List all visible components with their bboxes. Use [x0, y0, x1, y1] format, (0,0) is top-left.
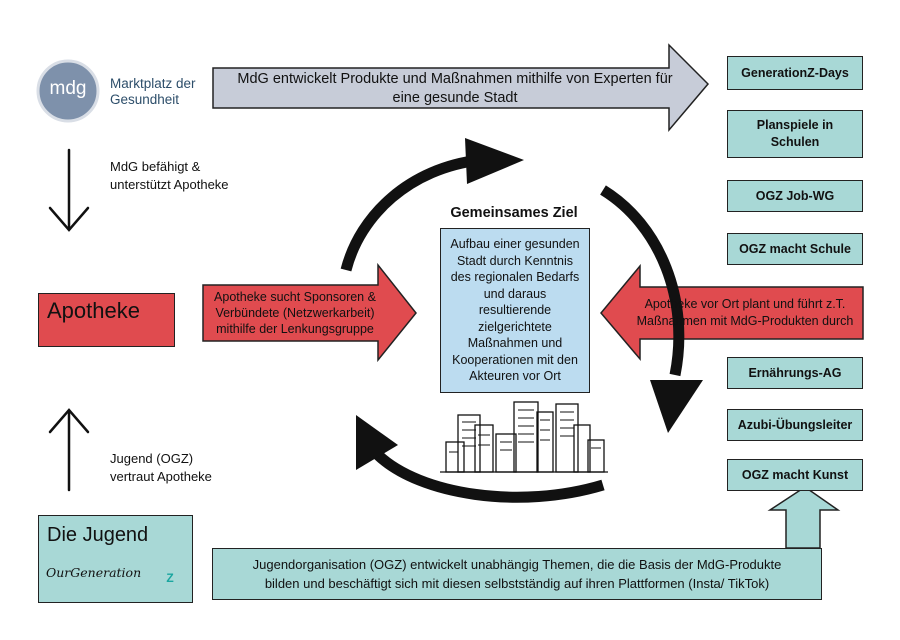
project-label-3: OGZ Job-WG	[755, 188, 835, 203]
jugend-trust-line2: vertraut Apotheke	[110, 469, 212, 484]
center-line-5: resultierende	[478, 303, 552, 318]
center-line-7: Maßnahmen und	[467, 336, 563, 351]
mdg-supports-line2: unterstützt Apotheke	[110, 177, 229, 192]
left-arrow-line2: Verbündete (Netzwerkarbeit)	[215, 306, 375, 320]
top-arrow-text: MdG entwickelt Produkte und Maßnahmen mi…	[215, 70, 695, 108]
top-arrow-line1: MdG entwickelt Produkte und Maßnahmen mi…	[237, 71, 673, 87]
project-box-job-wg: OGZ Job-WG	[727, 180, 863, 212]
left-arrow-line3: mithilfe der Lenkungsgruppe	[216, 322, 374, 336]
project-label-5: Ernährungs-AG	[748, 365, 842, 380]
right-arrow-line1: Apotheke vor Ort plant und führt z.T.	[644, 297, 846, 311]
jugend-box: Die Jugend	[38, 515, 193, 603]
right-arrow-text: Apotheke vor Ort plant und führt z.T. Ma…	[620, 296, 870, 330]
center-title: Gemeinsames Ziel	[450, 205, 578, 221]
top-arrow-line2: eine gesunde Stadt	[392, 90, 518, 106]
project-box-macht-schule: OGZ macht Schule	[727, 233, 863, 265]
ourgeneration-logo-z: Z	[166, 571, 174, 585]
center-line-1: Aufbau einer gesunden	[450, 237, 580, 252]
project-label-2b: Schulen	[770, 135, 820, 149]
mdg-supports-note: MdG befähigt & unterstützt Apotheke	[110, 158, 229, 194]
center-line-4: und daraus	[483, 286, 547, 301]
project-box-generationz-days: GenerationZ-Days	[727, 56, 863, 90]
mdg-logo-circle	[36, 59, 100, 123]
project-label-7: OGZ macht Kunst	[741, 467, 849, 482]
center-line-8: Kooperationen mit den	[452, 352, 578, 367]
mdg-logo-name-line1: Marktplatz der	[110, 76, 196, 91]
top-arrow-shape	[212, 43, 710, 133]
center-line-6: zielgerichtete	[478, 319, 552, 334]
mdg-logo-abbrev: mdg	[49, 78, 87, 99]
up-arrow-icon	[48, 408, 90, 492]
center-line-3: des regionalen Bedarfs	[450, 270, 580, 285]
left-arrow-line1: Apotheke sucht Sponsoren &	[214, 290, 376, 304]
apotheke-label: Apotheke	[47, 298, 140, 323]
jugend-title: Die Jugend	[47, 524, 149, 546]
right-arrow-shape	[600, 263, 864, 362]
bottom-line2: bilden und beschäftigt sich mit diesen s…	[264, 576, 770, 591]
center-goal-box: Aufbau einer gesunden Stadt durch Kenntn…	[440, 228, 590, 393]
left-arrow-shape	[202, 262, 417, 363]
apotheke-box: Apotheke	[38, 293, 175, 347]
project-box-macht-kunst: OGZ macht Kunst	[727, 459, 863, 491]
jugend-trust-line1: Jugend (OGZ)	[110, 451, 194, 466]
mdg-logo-name: Marktplatz der Gesundheit	[110, 76, 196, 108]
bottom-description-box: Jugendorganisation (OGZ) entwickelt unab…	[212, 548, 822, 600]
down-arrow-icon	[48, 148, 90, 232]
right-arrow-line2: Maßnahmen mit MdG-Produkten durch	[636, 314, 854, 328]
bottom-line1: Jugendorganisation (OGZ) entwickelt unab…	[252, 557, 782, 572]
jugend-trust-note: Jugend (OGZ) vertraut Apotheke	[110, 450, 212, 486]
project-label-4: OGZ macht Schule	[739, 241, 851, 256]
project-box-azubi: Azubi-Übungsleiter	[727, 409, 863, 441]
cycle-arrow-bottom	[356, 415, 605, 503]
left-arrow-text: Apotheke sucht Sponsoren & Verbündete (N…	[205, 289, 385, 337]
mdg-supports-line1: MdG befähigt &	[110, 159, 201, 174]
up-arrow-shape	[767, 486, 841, 549]
project-label-2a: Planspiele in	[756, 118, 834, 132]
project-box-planspiele: Planspiele in Schulen	[727, 110, 863, 158]
cycle-arrow-top-left	[340, 138, 524, 272]
project-box-ernaehrungs-ag: Ernährungs-AG	[727, 357, 863, 389]
cycle-arrow-top-right	[600, 185, 703, 433]
city-skyline-illustration	[440, 401, 608, 473]
project-label-1: GenerationZ-Days	[741, 65, 849, 80]
center-line-9: Akteuren vor Ort	[469, 369, 561, 384]
project-label-6: Azubi-Übungsleiter	[737, 417, 853, 432]
ourgeneration-logo-text: OurGeneration	[46, 565, 142, 580]
mdg-logo-name-line2: Gesundheit	[110, 92, 180, 107]
center-line-2: Stadt durch Kenntnis	[456, 253, 574, 268]
